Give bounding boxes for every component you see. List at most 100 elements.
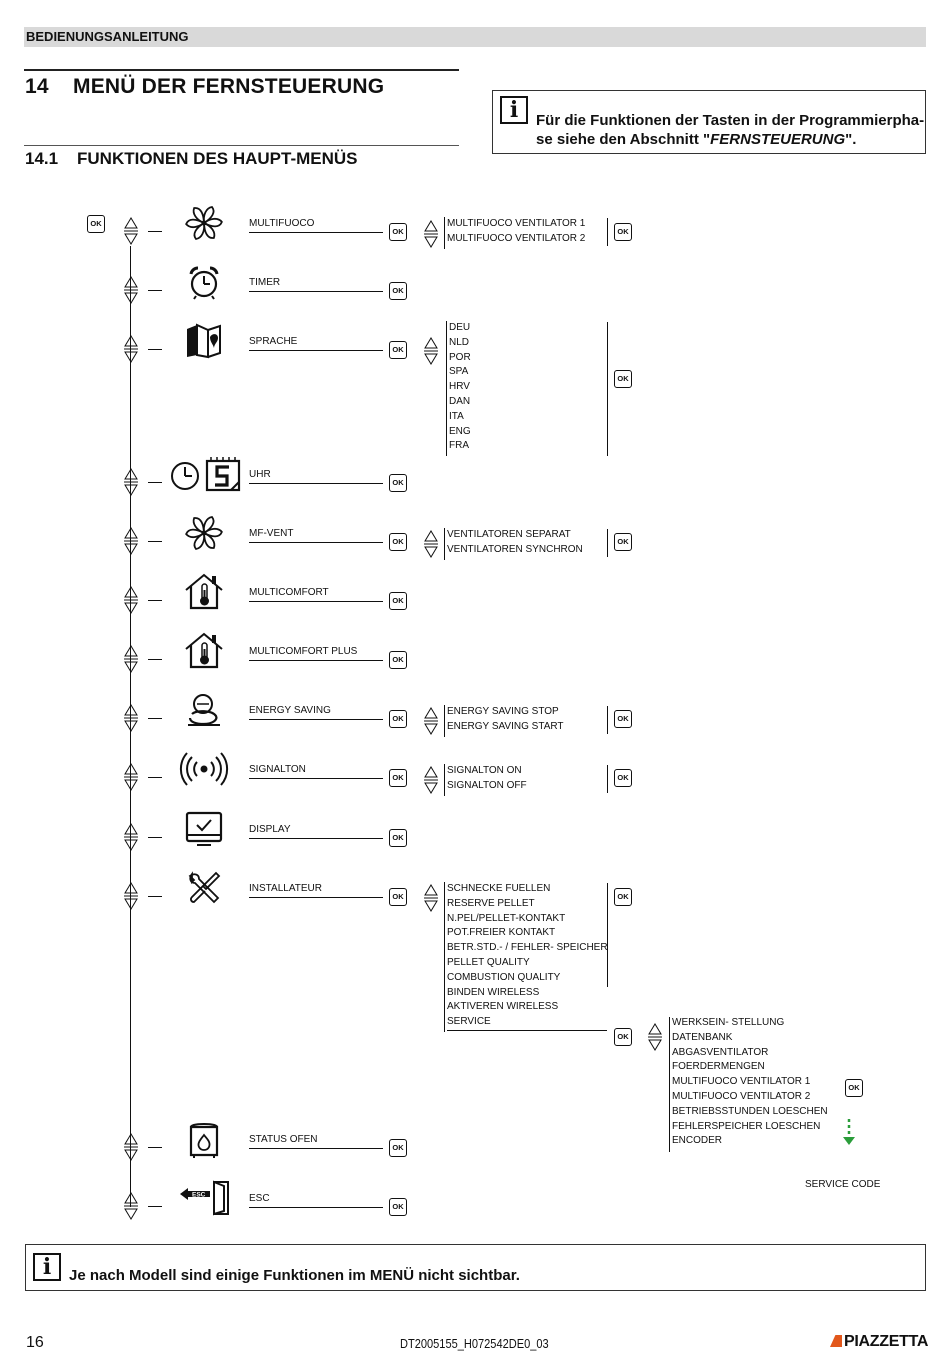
ok-button[interactable]: OK [614, 710, 632, 728]
submenu-option[interactable]: DAN [449, 395, 471, 407]
connector-line [148, 659, 162, 660]
ok-button[interactable]: OK [389, 1198, 407, 1216]
submenu-option[interactable]: SIGNALTON OFF [447, 779, 527, 791]
ok-button[interactable]: OK [87, 215, 105, 233]
ok-button[interactable]: OK [389, 533, 407, 551]
ok-button[interactable]: OK [845, 1079, 863, 1097]
submenu-option[interactable]: DEU [449, 322, 471, 333]
submenu-option[interactable]: HRV [449, 381, 470, 393]
alarm-clock-icon [189, 266, 219, 300]
submenu-option[interactable]: SIGNALTON ON [447, 765, 522, 776]
submenu-option[interactable]: SCHNECKE FUELLEN [447, 883, 551, 894]
menu-item-underline [249, 542, 383, 543]
info-text-top: Für die Funktionen der Tasten in der Pro… [536, 112, 925, 148]
connector-line [148, 600, 162, 601]
connector-line [148, 837, 162, 838]
service-option[interactable]: WERKSEIN- STELLUNG [672, 1017, 785, 1028]
submenu-option[interactable]: ITA [449, 410, 464, 422]
service-option[interactable]: ABGASVENTILATOR [672, 1046, 769, 1058]
submenu-list: MULTIFUOCO VENTILATOR 1 MULTIFUOCO VENTIL… [447, 217, 585, 247]
up-down-arrows-icon [424, 220, 438, 248]
ok-button[interactable]: OK [389, 341, 407, 359]
piggy-bank-icon [188, 694, 220, 726]
submenu-option[interactable]: COMBUSTION QUALITY [447, 971, 561, 983]
submenu-bracket-right [607, 218, 608, 246]
service-connector [447, 1030, 607, 1031]
submenu-option[interactable]: NLD [449, 336, 470, 348]
menu-item-underline [249, 897, 383, 898]
ok-button[interactable]: OK [389, 829, 407, 847]
submenu-option[interactable]: MULTIFUOCO VENTILATOR 1 [447, 218, 586, 229]
clock-calendar-icon [171, 457, 241, 492]
ok-button[interactable]: OK [389, 282, 407, 300]
submenu-option[interactable]: ENG [449, 425, 471, 437]
info-box-bottom: i Je nach Modell sind einige Funktionen … [25, 1244, 926, 1291]
submenu-option[interactable]: RESERVE PELLET [447, 897, 535, 909]
info-icon: i [500, 96, 528, 124]
up-down-arrows-icon [424, 884, 438, 912]
submenu-list: SIGNALTON ON SIGNALTON OFF [447, 764, 527, 794]
ok-button[interactable]: OK [614, 888, 632, 906]
service-option[interactable]: ENCODER [672, 1135, 723, 1147]
submenu-option[interactable]: N.PEL/PELLET-KONTAKT [447, 912, 566, 924]
ok-button[interactable]: OK [389, 1139, 407, 1157]
submenu-option[interactable]: AKTIVEREN WIRELESS [447, 1001, 559, 1013]
service-option[interactable]: FEHLERSPEICHER LOESCHEN [672, 1120, 821, 1132]
service-code-label: SERVICE CODE [805, 1179, 881, 1190]
ok-button[interactable]: OK [614, 370, 632, 388]
submenu-option[interactable]: POT.FREIER KONTAKT [447, 927, 556, 939]
ok-button[interactable]: OK [614, 769, 632, 787]
down-arrow-icon [843, 1119, 855, 1145]
menu-item-underline [249, 350, 383, 351]
up-down-arrows-icon [124, 823, 138, 851]
menu-item-label: STATUS OFEN [249, 1134, 318, 1145]
connector-line [148, 349, 162, 350]
esc-icon-label: ESC [192, 1192, 206, 1199]
subsection-rule [24, 145, 459, 146]
house-thermometer-icon [185, 573, 223, 610]
connector-line [148, 290, 162, 291]
ok-button[interactable]: OK [389, 474, 407, 492]
ok-button[interactable]: OK [614, 533, 632, 551]
connector-line [148, 1206, 162, 1207]
submenu-bracket-line [446, 321, 447, 457]
service-option[interactable]: BETRIEBSSTUNDEN LOESCHEN [672, 1105, 828, 1117]
ok-button[interactable]: OK [389, 888, 407, 906]
submenu-option[interactable]: VENTILATOREN SEPARAT [447, 529, 571, 540]
ok-button[interactable]: OK [614, 223, 632, 241]
ok-button[interactable]: OK [389, 223, 407, 241]
submenu-option[interactable]: BINDEN WIRELESS [447, 986, 540, 998]
up-down-arrows-icon [124, 217, 138, 245]
submenu-option[interactable]: BETR.STD.- / FEHLER- SPEICHER [447, 942, 608, 954]
exit-door-icon: ESC [180, 1180, 229, 1216]
submenu-option[interactable]: ENERGY SAVING STOP [447, 706, 559, 717]
submenu-option[interactable]: VENTILATOREN SYNCHRON [447, 543, 583, 555]
menu-item-underline [249, 483, 383, 484]
submenu-option[interactable]: FRA [449, 440, 469, 452]
service-option[interactable]: MULTIFUOCO VENTILATOR 1 [672, 1076, 811, 1088]
ok-button[interactable]: OK [389, 592, 407, 610]
ok-button[interactable]: OK [389, 651, 407, 669]
submenu-option[interactable]: POR [449, 351, 471, 363]
service-option[interactable]: DATENBANK [672, 1031, 733, 1043]
submenu-option[interactable]: PELLET QUALITY [447, 956, 530, 968]
submenu-option[interactable]: ENERGY SAVING START [447, 720, 564, 732]
submenu-list: SCHNECKE FUELLEN RESERVE PELLET N.PEL/PELL… [447, 882, 608, 1030]
submenu-option[interactable]: SERVICE [447, 1016, 491, 1028]
menu-item-underline [249, 660, 383, 661]
tools-icon [188, 871, 221, 904]
submenu-option[interactable]: MULTIFUOCO VENTILATOR 2 [447, 232, 586, 244]
submenu-bracket-right [607, 706, 608, 734]
sound-signal-icon [179, 752, 229, 786]
ok-button[interactable]: OK [389, 769, 407, 787]
ok-button[interactable]: OK [389, 710, 407, 728]
ok-button[interactable]: OK [614, 1028, 632, 1046]
menu-item-underline [249, 1148, 383, 1149]
up-down-arrows-icon [424, 707, 438, 735]
submenu-option[interactable]: SPA [449, 366, 469, 378]
service-option[interactable]: MULTIFUOCO VENTILATOR 2 [672, 1090, 811, 1102]
document-code: DT2005155_H072542DE0_03 [400, 1336, 549, 1351]
service-option[interactable]: FOERDERMENGEN [672, 1061, 765, 1073]
connector-line [148, 231, 162, 232]
